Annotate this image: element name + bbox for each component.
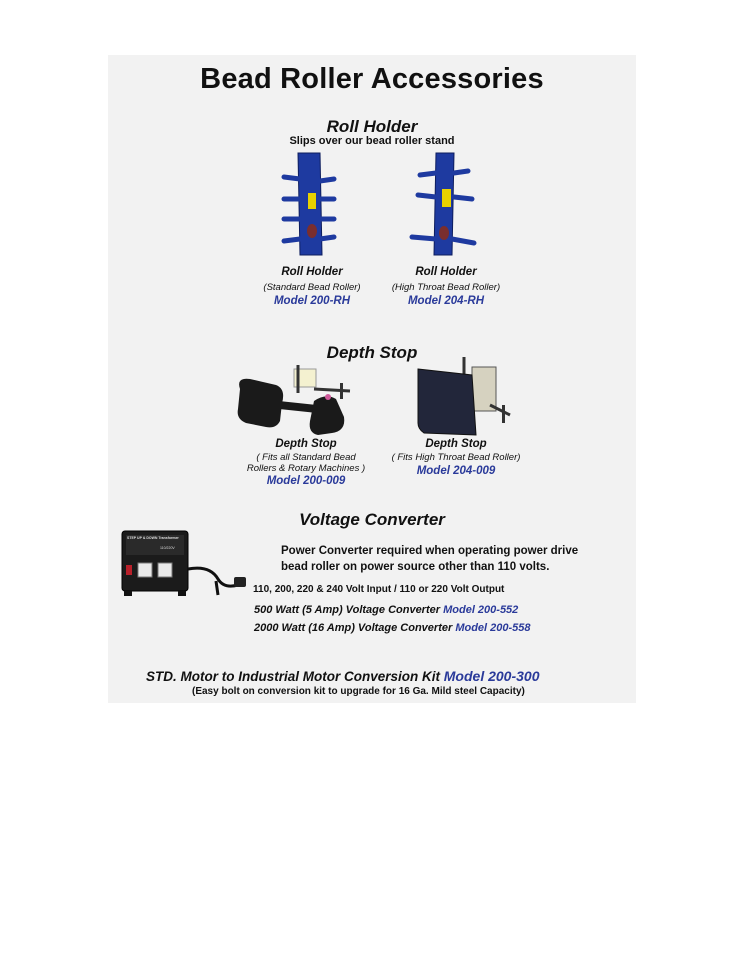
voltage-converter-image <box>120 529 250 599</box>
converter-option-500w-model: Model 200-552 <box>443 604 519 616</box>
roll-holder-high-throat-name: Roll Holder <box>415 266 477 278</box>
depth-stop-standard-caption: Depth Stop ( Fits all Standard Bead Roll… <box>226 438 386 487</box>
depth-stop-standard-desc-1: ( Fits all Standard Bead <box>256 452 356 463</box>
voltage-converter-heading: Voltage Converter <box>299 510 445 529</box>
roll-holder-standard-image <box>280 151 340 261</box>
depth-stop-high-throat-desc: ( Fits High Throat Bead Roller) <box>391 452 521 463</box>
voltage-converter-desc-line-2: bead roller on power source other than 1… <box>281 561 550 573</box>
motor-kit-model: Model 200-300 <box>443 668 540 684</box>
converter-option-2000w-model: Model 200-558 <box>455 622 531 634</box>
roll-holder-subheading: Slips over our bead roller stand <box>289 135 455 147</box>
converter-option-2000w-label: 2000 Watt (16 Amp) Voltage Converter <box>254 622 453 634</box>
voltage-converter-voltage-line: 110, 200, 220 & 240 Volt Input / 110 or … <box>253 584 505 595</box>
voltage-converter-device-label-2: 110/220V <box>160 546 175 550</box>
page-title: Bead Roller Accessories <box>200 63 544 95</box>
converter-option-2000w: 2000 Watt (16 Amp) Voltage Converter Mod… <box>254 622 624 634</box>
depth-stop-high-throat-model: Model 204-009 <box>416 465 496 477</box>
depth-stop-heading: Depth Stop <box>326 343 418 362</box>
depth-stop-standard-name: Depth Stop <box>275 438 337 450</box>
roll-holder-standard-desc: (Standard Bead Roller) <box>263 282 361 293</box>
roll-holder-standard-model: Model 200-RH <box>273 295 351 307</box>
depth-stop-high-throat-image <box>410 355 520 437</box>
roll-holder-high-throat-caption: Roll Holder (High Throat Bead Roller) Mo… <box>380 266 512 307</box>
motor-kit-note: (Easy bolt on conversion kit to upgrade … <box>192 686 525 697</box>
converter-option-500w: 500 Watt (5 Amp) Voltage Converter Model… <box>254 604 624 616</box>
roll-holder-high-throat-model: Model 204-RH <box>407 295 485 307</box>
accessories-sheet: Bead Roller Accessories Roll Holder Slip… <box>108 55 636 703</box>
depth-stop-standard-desc-2: Rollers & Rotary Machines ) <box>246 463 366 474</box>
roll-holder-standard-caption: Roll Holder (Standard Bead Roller) Model… <box>246 266 378 307</box>
depth-stop-high-throat-caption: Depth Stop ( Fits High Throat Bead Rolle… <box>376 438 536 477</box>
roll-holder-heading: Roll Holder <box>326 117 418 136</box>
depth-stop-high-throat-name: Depth Stop <box>425 438 487 450</box>
depth-stop-standard-model: Model 200-009 <box>266 475 346 487</box>
motor-kit-line: STD. Motor to Industrial Motor Conversio… <box>146 668 626 684</box>
voltage-converter-device-label: STEP UP & DOWN Transformer <box>127 536 179 540</box>
roll-holder-high-throat-image <box>408 151 478 261</box>
roll-holder-high-throat-desc: (High Throat Bead Roller) <box>391 282 501 293</box>
roll-holder-standard-name: Roll Holder <box>281 266 343 278</box>
motor-kit-label: STD. Motor to Industrial Motor Conversio… <box>146 669 440 684</box>
converter-option-500w-label: 500 Watt (5 Amp) Voltage Converter <box>254 604 441 616</box>
depth-stop-standard-image <box>232 363 354 439</box>
voltage-converter-description: Power Converter required when operating … <box>281 543 621 575</box>
voltage-converter-desc-line-1: Power Converter required when operating … <box>281 545 579 557</box>
